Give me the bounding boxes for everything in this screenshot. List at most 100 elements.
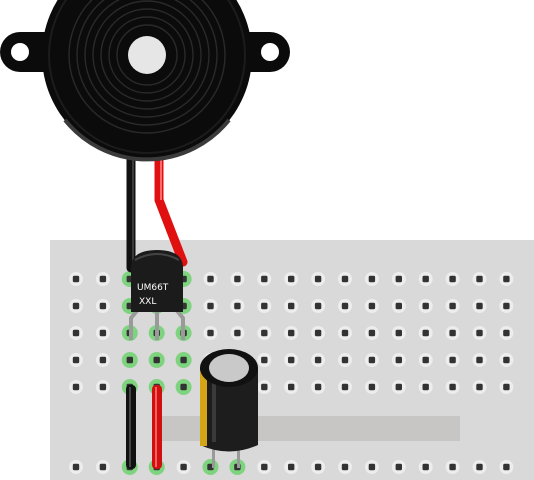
breadboard-hole	[126, 356, 133, 364]
breadboard-hole	[261, 383, 268, 391]
breadboard-hole	[72, 275, 80, 283]
breadboard-hole	[261, 302, 268, 310]
breadboard-hole	[99, 275, 107, 283]
transistor-marking-line2: XXL	[139, 297, 156, 307]
breadboard-hole	[99, 302, 107, 310]
breadboard-hole	[476, 463, 483, 471]
breadboard-hole	[207, 275, 214, 283]
breadboard-hole	[234, 329, 241, 337]
breadboard-hole	[368, 383, 376, 391]
buzzer-ring	[116, 24, 178, 86]
breadboard-hole	[288, 383, 295, 391]
breadboard-hole	[72, 463, 80, 471]
breadboard-hole	[288, 356, 295, 364]
buzzer-ring	[92, 0, 202, 110]
breadboard-hole	[341, 302, 349, 310]
buzzer-lead-red	[154, 145, 188, 267]
breadboard-hole	[72, 302, 80, 310]
breadboard-hole	[503, 329, 510, 337]
breadboard-hole	[476, 302, 483, 310]
breadboard-hole	[314, 463, 322, 471]
breadboard-hole	[341, 463, 349, 471]
breadboard-hole	[395, 302, 402, 310]
breadboard-hole	[72, 383, 80, 391]
breadboard-hole	[395, 383, 402, 391]
breadboard-hole	[395, 463, 402, 471]
buzzer-mount-hole-right	[261, 43, 279, 61]
breadboard-hole	[368, 356, 376, 364]
breadboard-hole	[72, 329, 80, 337]
breadboard-hole	[234, 275, 241, 283]
breadboard-hole	[288, 329, 295, 337]
breadboard-hole	[153, 356, 160, 364]
breadboard-hole	[261, 356, 268, 364]
breadboard-hole	[314, 302, 322, 310]
breadboard-hole	[99, 463, 107, 471]
breadboard-hole	[261, 275, 268, 283]
breadboard-hole	[99, 329, 107, 337]
breadboard-hole	[341, 329, 349, 337]
buzzer-center	[128, 36, 166, 74]
breadboard-hole	[180, 383, 187, 391]
breadboard-hole	[503, 383, 510, 391]
breadboard-hole	[234, 302, 241, 310]
breadboard-hole	[207, 329, 214, 337]
breadboard-hole	[476, 275, 483, 283]
breadboard-hole	[314, 356, 322, 364]
breadboard-hole	[449, 329, 456, 337]
breadboard-hole	[503, 302, 510, 310]
transistor: UM66T XXL	[129, 250, 185, 340]
breadboard-hole	[422, 329, 429, 337]
breadboard-hole	[314, 275, 322, 283]
breadboard-hole	[476, 383, 483, 391]
buzzer-ring	[68, 0, 226, 134]
breadboard-hole	[341, 275, 349, 283]
breadboard-hole	[449, 275, 456, 283]
transistor-marking-line1: UM66T	[137, 283, 169, 293]
breadboard-hole	[180, 463, 187, 471]
breadboard-hole	[422, 463, 429, 471]
electrolytic-capacitor	[200, 349, 258, 468]
breadboard-hole	[422, 383, 429, 391]
transistor-body	[131, 250, 183, 312]
buzzer-ring	[84, 0, 210, 118]
buzzer-ring	[100, 8, 194, 102]
buzzer-rings	[68, 0, 226, 134]
breadboard-hole	[207, 302, 214, 310]
breadboard-hole	[368, 302, 376, 310]
breadboard-hole	[314, 329, 322, 337]
breadboard-hole	[422, 275, 429, 283]
breadboard-hole	[341, 356, 349, 364]
breadboard-hole	[503, 463, 510, 471]
breadboard-hole	[503, 356, 510, 364]
breadboard-hole	[368, 329, 376, 337]
capacitor-polarity-stripe	[200, 370, 207, 446]
breadboard-hole	[314, 383, 322, 391]
breadboard-hole	[288, 275, 295, 283]
breadboard-hole	[503, 275, 510, 283]
jumper-wires	[126, 385, 162, 469]
breadboard-hole	[476, 329, 483, 337]
breadboard-hole	[341, 383, 349, 391]
breadboard-hole	[395, 356, 402, 364]
breadboard-hole	[449, 383, 456, 391]
breadboard-hole	[261, 463, 268, 471]
breadboard-hole	[99, 356, 107, 364]
breadboard-hole	[422, 356, 429, 364]
breadboard-hole	[449, 463, 456, 471]
buzzer-mount-hole-left	[11, 43, 29, 61]
breadboard	[50, 240, 534, 480]
breadboard-hole	[395, 275, 402, 283]
breadboard-hole	[99, 383, 107, 391]
breadboard-hole	[449, 356, 456, 364]
breadboard-hole	[395, 329, 402, 337]
breadboard-hole	[72, 356, 80, 364]
buzzer-ring	[108, 16, 186, 94]
breadboard-hole	[422, 302, 429, 310]
piezo-buzzer	[0, 0, 290, 162]
breadboard-hole	[288, 302, 295, 310]
breadboard-hole	[288, 463, 295, 471]
buzzer-ring	[76, 0, 218, 126]
breadboard-hole	[261, 329, 268, 337]
